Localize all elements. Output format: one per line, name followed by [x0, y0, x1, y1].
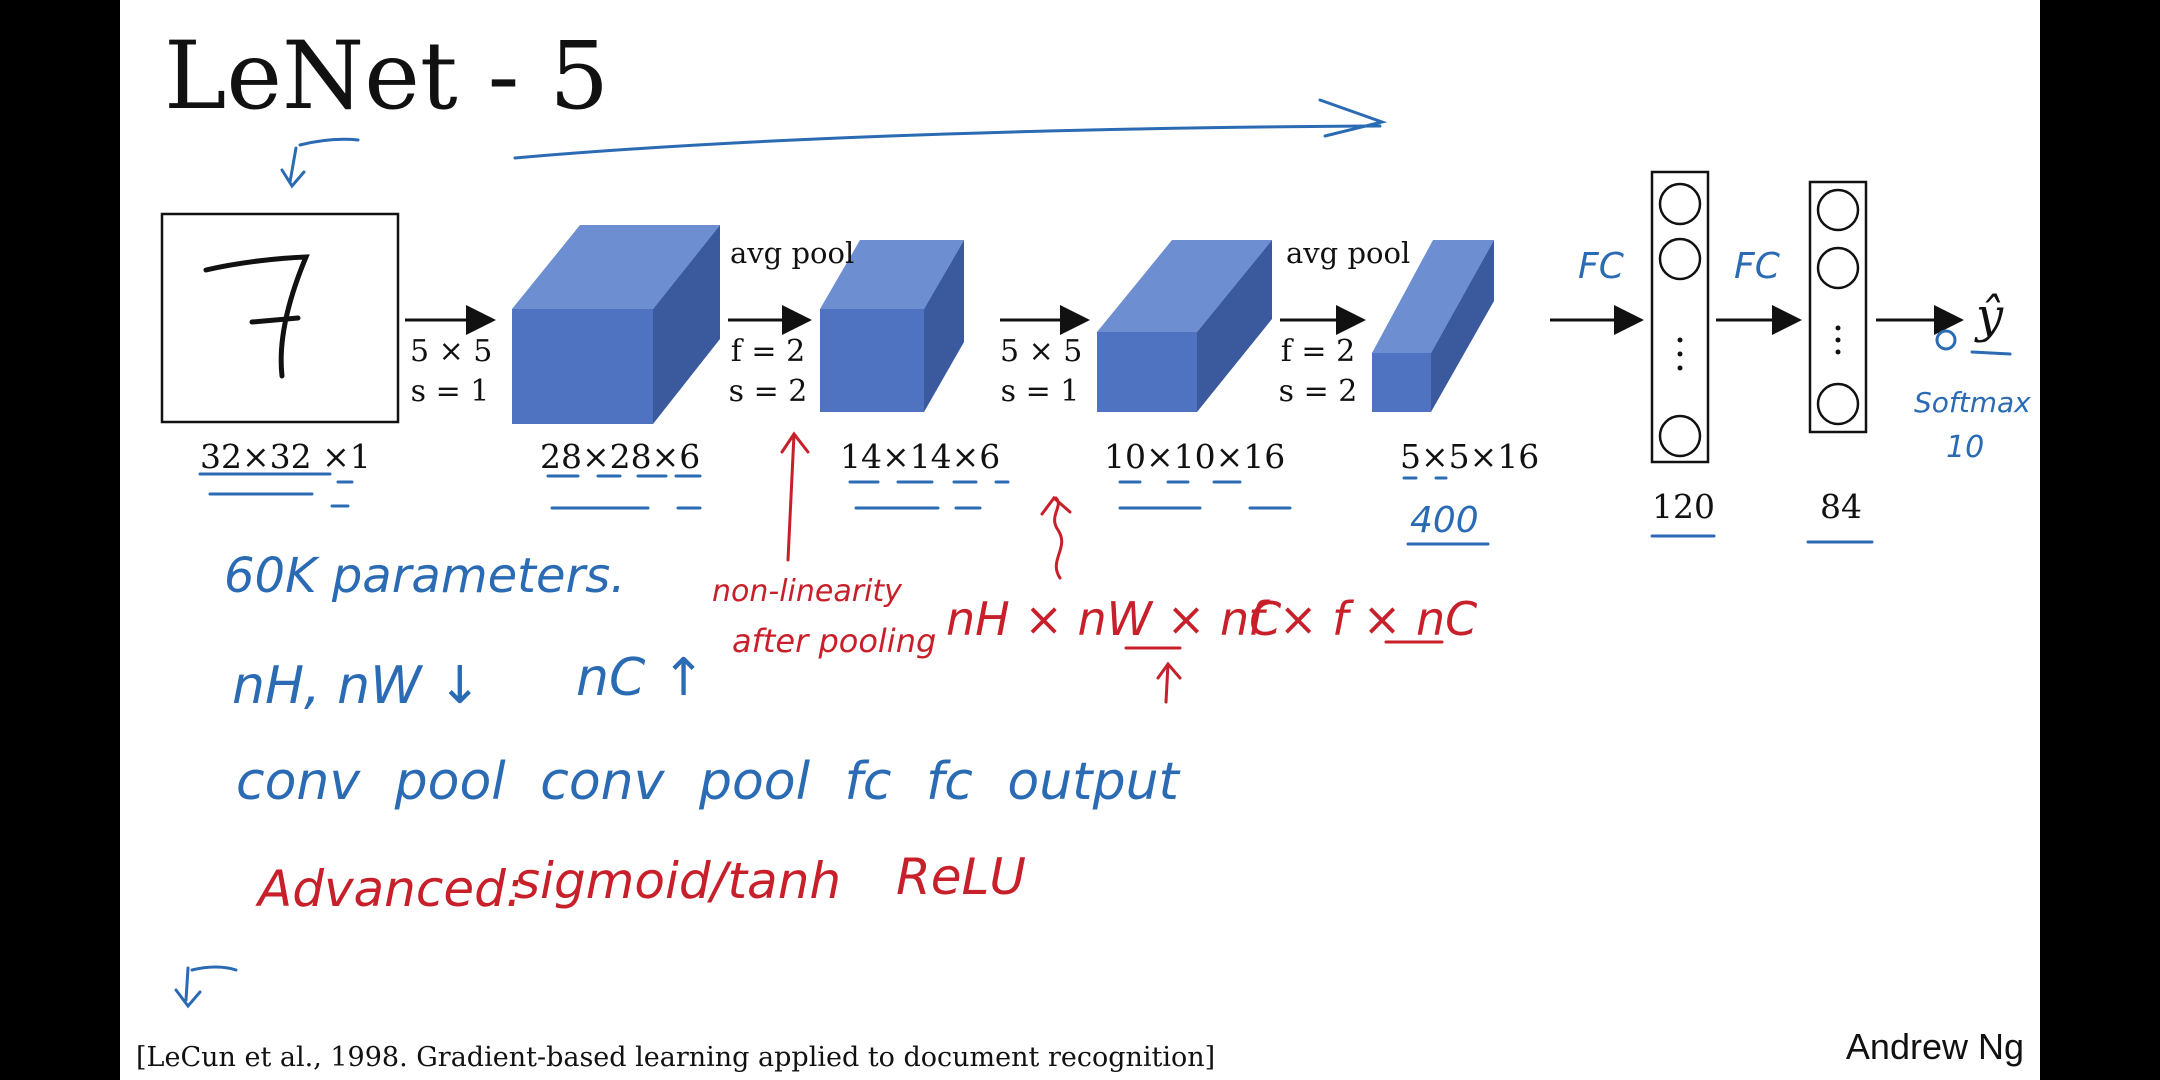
pool2-stride: s = 2	[1278, 374, 1358, 409]
pool1-dims: 14×14×6	[840, 437, 1001, 476]
fc1-size: 120	[1652, 487, 1715, 526]
red-arrow-nc	[1124, 640, 1444, 704]
output-node-sketch	[1935, 329, 1957, 351]
fc2-size: 84	[1820, 487, 1862, 526]
blue-underlines	[198, 350, 2012, 546]
author: Andrew Ng	[1845, 1026, 2024, 1067]
pool1-volume	[820, 240, 964, 412]
pool1-op: f = 2 s = 2	[728, 332, 808, 412]
pool2-volume	[1372, 240, 1494, 412]
conv2-dims: 10×10×16	[1104, 437, 1286, 476]
params-note: 60K parameters.	[224, 548, 626, 604]
pool1-stride: s = 2	[728, 374, 808, 409]
dims-formula: nH × nW × nC	[946, 592, 1282, 646]
fc2-ellipsis	[1835, 325, 1841, 355]
conv1-filter: 5 × 5	[410, 334, 493, 369]
conv1-volume	[512, 225, 720, 424]
pool2-filter: f = 2	[1280, 334, 1356, 369]
conv2-op: 5 × 5 s = 1	[1000, 332, 1083, 412]
nonlinearity-note: non-linearity	[712, 574, 902, 609]
softmax-note: Softmax	[1914, 386, 2031, 419]
digit-seven	[203, 254, 310, 379]
filter-formula: f × f × nC	[1248, 592, 1478, 646]
pool2-dims: 5×5×16	[1400, 437, 1540, 476]
pool2-label: avg pool	[1286, 236, 1411, 270]
fc1-ellipsis	[1677, 337, 1683, 371]
citation: [LeCun et al., 1998. Gradient-based lear…	[136, 1042, 1216, 1073]
bottom-checkmark	[174, 965, 238, 1009]
input-checkmark	[280, 137, 360, 189]
red-arrow-pool	[780, 431, 810, 562]
conv1-stride: s = 1	[410, 374, 490, 409]
flow-arrow	[513, 98, 1388, 160]
relu-note: ReLU	[896, 848, 1026, 906]
shrink-note: nH, nW ↓	[232, 656, 482, 716]
slide-title: LeNet - 5	[164, 22, 610, 131]
slide: LeNet - 5	[120, 0, 2040, 1080]
activations-note: sigmoid/tanh	[514, 852, 842, 910]
conv2-filter: 5 × 5	[1000, 334, 1083, 369]
output-y-hat: ŷ	[1976, 288, 2004, 344]
fc2-layer	[1808, 180, 1868, 434]
softmax-count: 10	[1946, 430, 1985, 465]
conv2-stride: s = 1	[1000, 374, 1080, 409]
input-dims: 32×32 ×1	[200, 437, 371, 476]
pool1-filter: f = 2	[730, 334, 806, 369]
conv2-volume	[1097, 240, 1272, 412]
after-pooling-note: after pooling	[732, 622, 937, 660]
fc-note-1: FC	[1578, 246, 1624, 287]
pool1-label: avg pool	[730, 236, 855, 270]
pool2-op: f = 2 s = 2	[1278, 332, 1358, 412]
flatten-400: 400	[1410, 500, 1479, 541]
advanced-note: Advanced:	[258, 860, 523, 918]
conv1-dims: 28×28×6	[540, 437, 701, 476]
channels-note: nC ↑	[576, 648, 706, 708]
fc1-layer	[1650, 170, 1710, 464]
network-diagram	[160, 98, 2012, 1009]
red-squiggle-arrow	[1040, 495, 1072, 580]
layer-pattern-note: conv pool conv pool fc fc output	[236, 752, 1179, 812]
fc-note-2: FC	[1734, 246, 1780, 287]
conv1-op: 5 × 5 s = 1	[410, 332, 493, 412]
